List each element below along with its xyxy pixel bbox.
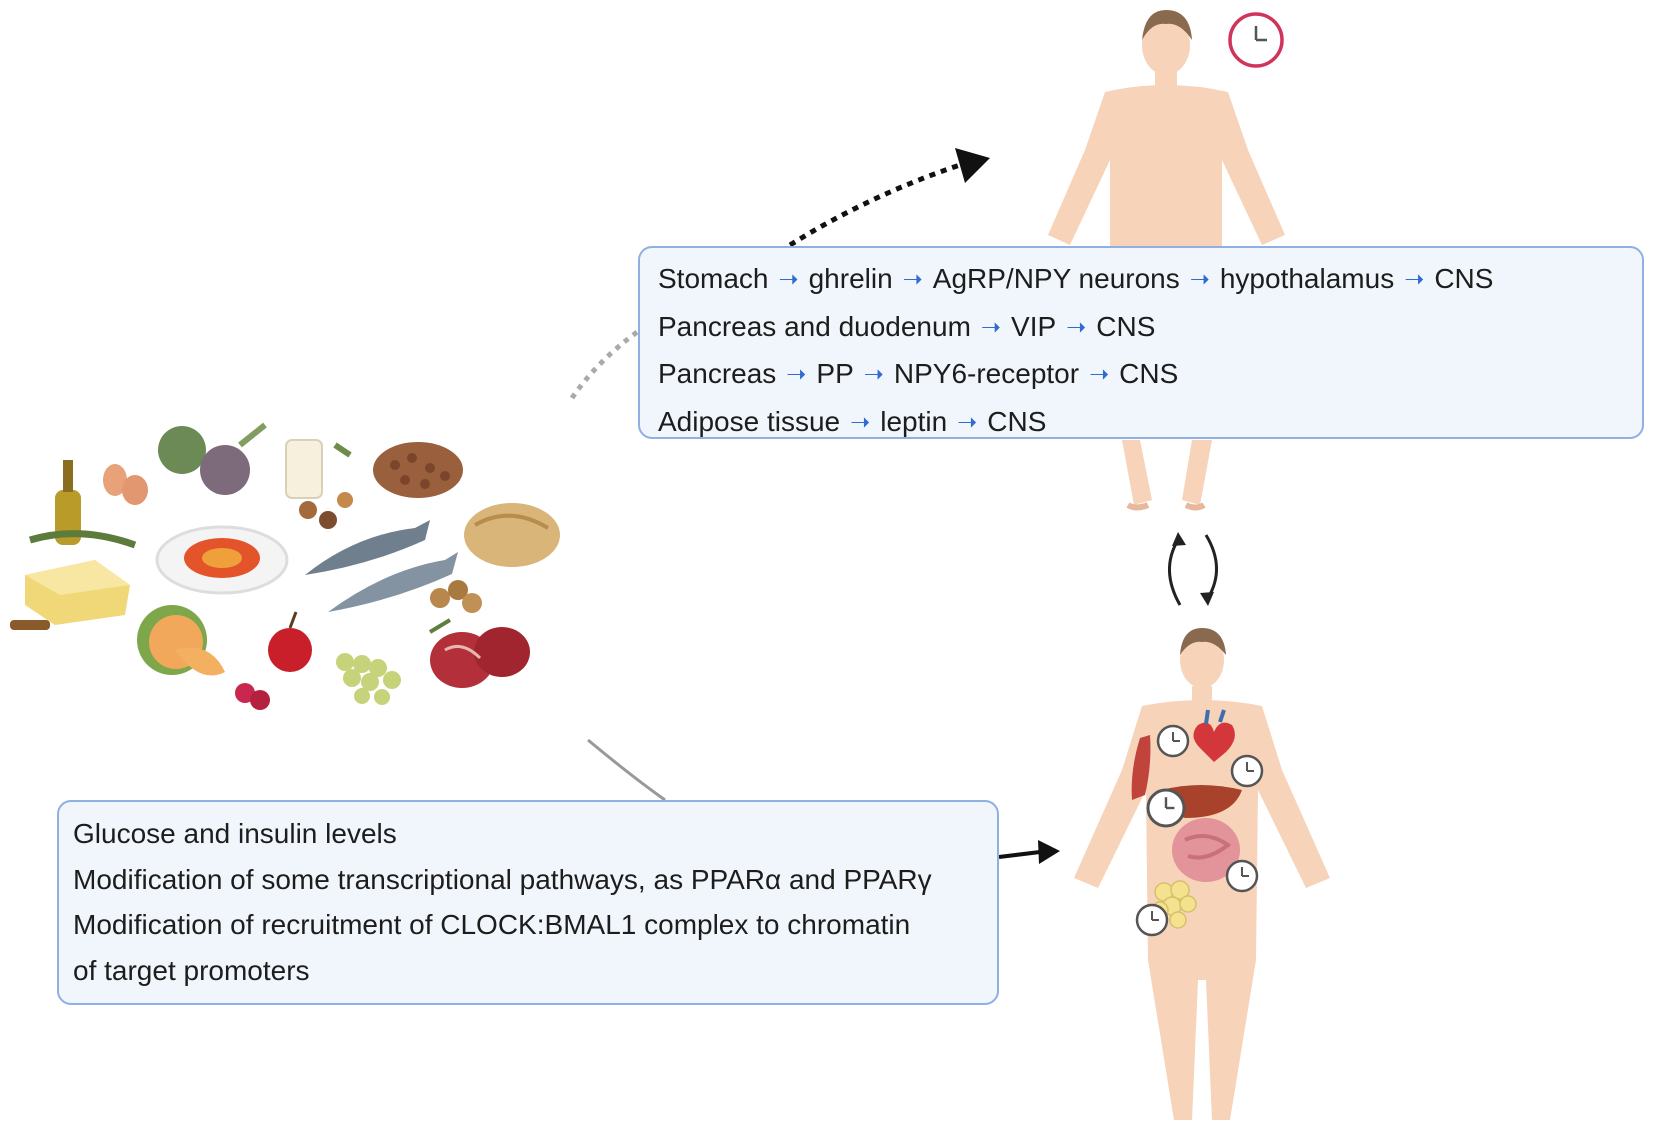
- arrow-icon: ➝: [980, 313, 1002, 341]
- arrow-icon: ➝: [902, 266, 923, 293]
- pathway-node: ghrelin: [808, 263, 893, 294]
- food-collage: [10, 422, 560, 710]
- food-to-brain-arrow: [788, 162, 961, 248]
- pathway-row: Pancreas ➝ PP ➝ NPY6-receptor ➝ CNS: [658, 351, 1642, 399]
- pathway-row: Pancreas and duodenum ➝ VIP ➝ CNS: [658, 304, 1642, 352]
- clock-icon-adipose: [1135, 903, 1169, 937]
- pathway-node: CNS: [1096, 310, 1156, 342]
- arrow-icon: ➝: [1404, 266, 1425, 293]
- pathway-node: hypothalamus: [1219, 263, 1395, 294]
- food-to-effects-connector: [587, 738, 666, 802]
- arrow-icon: ➝: [1189, 266, 1210, 293]
- human-body-peripheral: [1074, 628, 1330, 1120]
- pathway-row: Stomach ➝ ghrelin ➝ AgRP/NPY neurons ➝ hypotha…: [658, 256, 1642, 304]
- food-to-brain-connector: [569, 327, 642, 400]
- pathway-node: Pancreas: [658, 358, 777, 389]
- food-to-brain-arrowhead: [955, 148, 990, 183]
- feedback-arrows-icon: [1168, 532, 1218, 606]
- effects-to-body-arrow: [998, 850, 1041, 859]
- clock-icon-gut: [1225, 859, 1259, 893]
- effect-line: of target promoters: [73, 954, 310, 986]
- pathway-node: CNS: [1434, 263, 1494, 294]
- pathway-node: PP: [816, 358, 854, 389]
- central-clock-icon: [1228, 12, 1284, 68]
- pathway-node: VIP: [1011, 310, 1057, 342]
- pathway-node: Pancreas and duodenum: [658, 310, 971, 342]
- pathway-node: Adipose tissue: [658, 405, 841, 437]
- arrow-icon: ➝: [850, 408, 871, 436]
- pathways-box: Stomach ➝ ghrelin ➝ AgRP/NPY neurons ➝ hypotha…: [638, 246, 1644, 439]
- pathway-node: NPY6-receptor: [893, 358, 1080, 389]
- effect-line: Modification of recruitment of CLOCK:BMA…: [73, 909, 911, 940]
- pathway-node: leptin: [880, 405, 948, 437]
- arrow-icon: ➝: [786, 361, 807, 388]
- pathway-node: CNS: [1119, 358, 1179, 389]
- arrow-icon: ➝: [1089, 361, 1110, 388]
- effect-line: Glucose and insulin levels: [73, 818, 397, 849]
- arrow-icon: ➝: [863, 361, 884, 388]
- arrow-icon: ➝: [1066, 313, 1087, 341]
- effect-line: Modification of some transcriptional pat…: [73, 863, 932, 895]
- clock-icon-muscle: [1156, 724, 1190, 758]
- clock-icon-heart: [1230, 754, 1264, 788]
- clock-icon-liver: [1146, 788, 1186, 828]
- arrow-icon: ➝: [957, 408, 978, 436]
- effects-box: Glucose and insulin levels Modification …: [57, 800, 999, 1005]
- arrow-icon: ➝: [778, 266, 799, 293]
- pathway-node: AgRP/NPY neurons: [932, 263, 1180, 294]
- effects-to-body-arrowhead: [1038, 840, 1060, 864]
- pathway-node: Stomach: [658, 263, 769, 294]
- human-body-central: [1048, 10, 1285, 511]
- pathway-node: CNS: [987, 405, 1047, 437]
- pathway-row: Adipose tissue ➝ leptin ➝ CNS: [658, 399, 1642, 447]
